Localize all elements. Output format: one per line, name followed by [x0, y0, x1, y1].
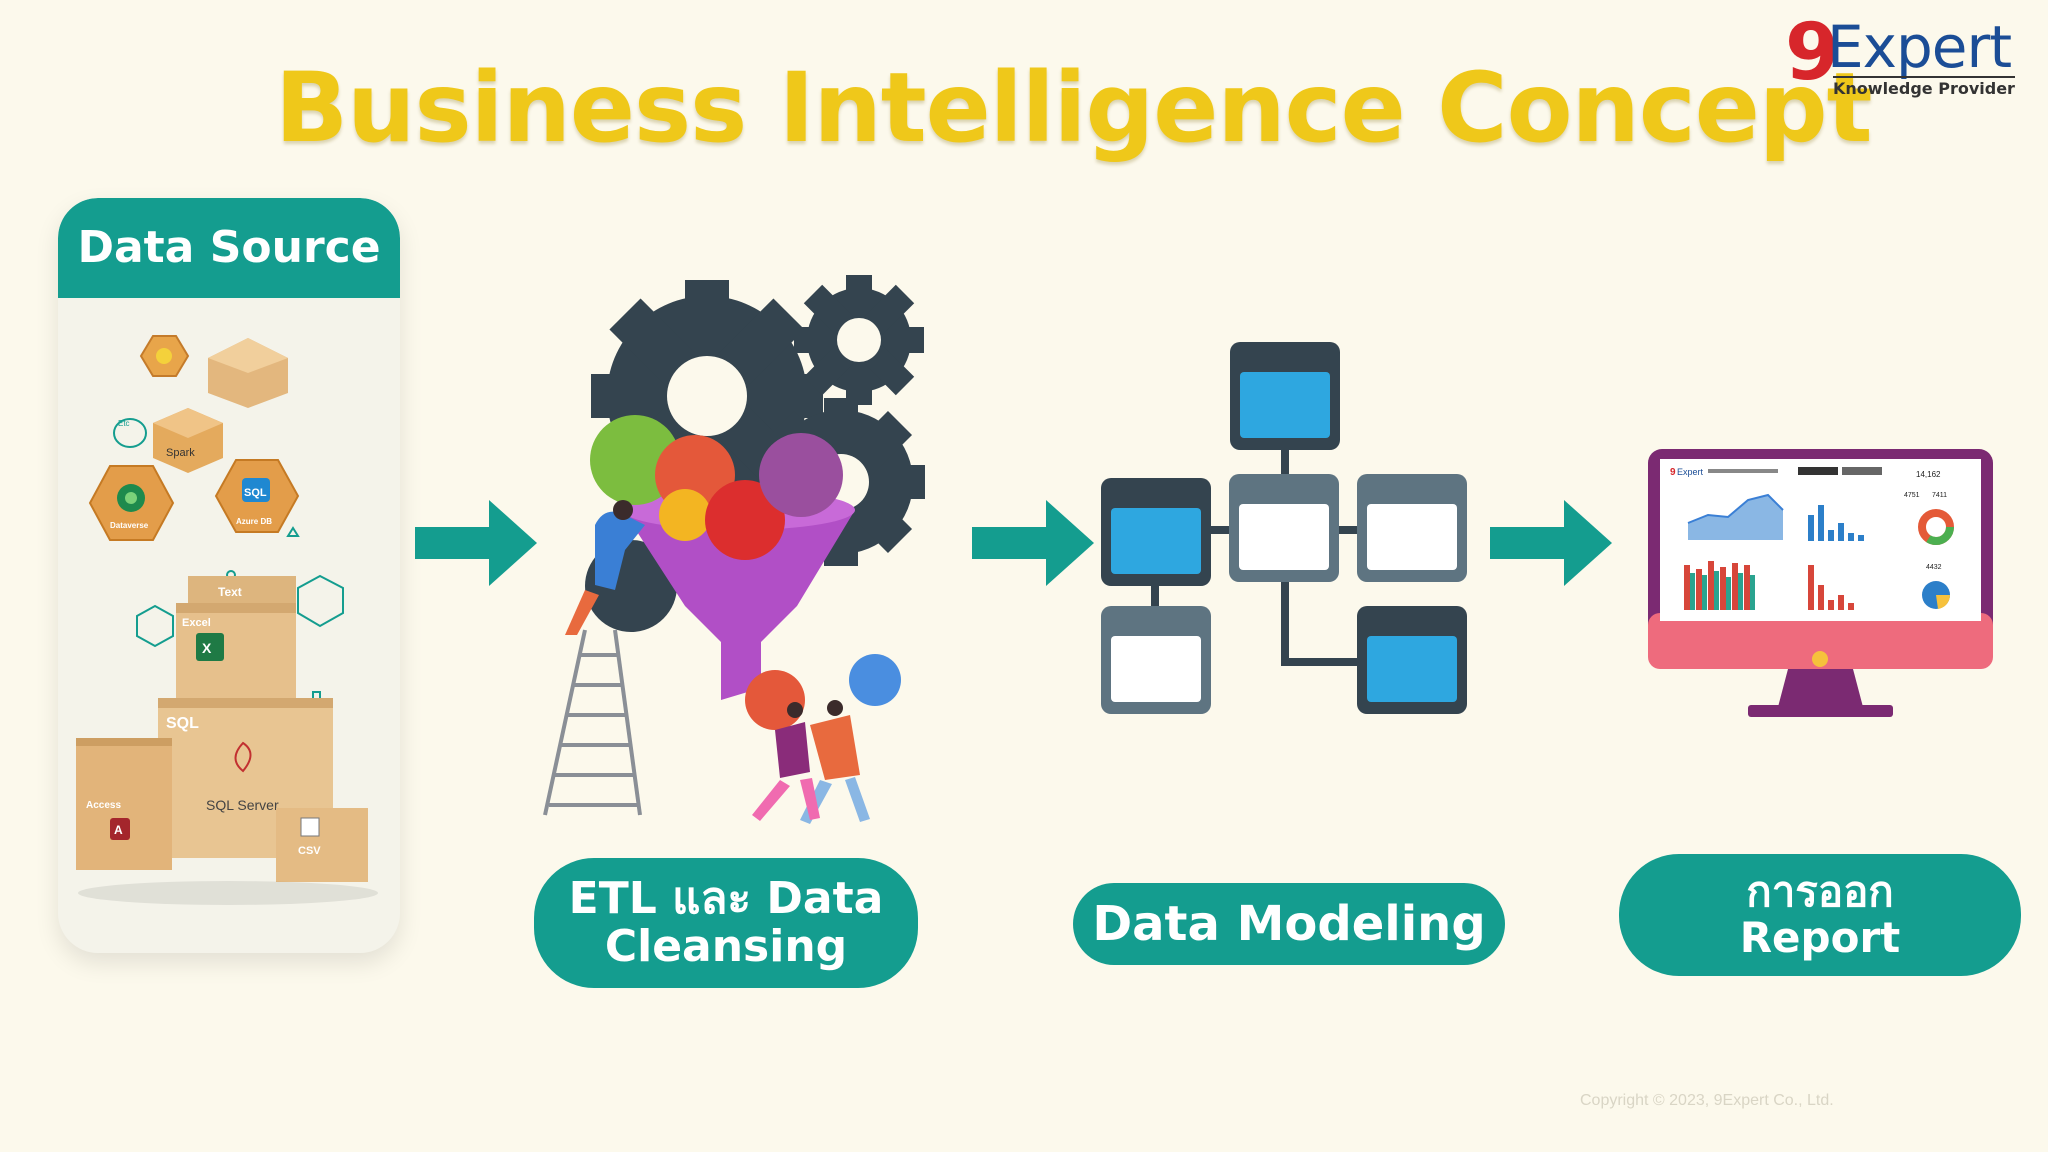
- dataverse-hexagon-icon: Dataverse: [88, 465, 175, 541]
- text-box-label: Text: [218, 585, 242, 599]
- spark-box-icon: Spark: [153, 408, 223, 473]
- entity-box: [1229, 474, 1339, 582]
- entity-box: [1357, 474, 1467, 582]
- page-title: Business Intelligence Concept: [275, 52, 1872, 164]
- monitor-icon: 9 Expert 14,162 4751 7411 4432: [1648, 449, 1993, 717]
- spark-label: Spark: [166, 447, 195, 459]
- ladder-icon: [543, 629, 642, 816]
- data-source-illustration: Etc Spark Dataverse SQL Azure DB T: [76, 335, 378, 905]
- csv-box-icon: CSV: [276, 808, 368, 882]
- hexagon-icon: [139, 335, 190, 377]
- access-icon: A: [110, 818, 130, 840]
- excel-box-icon: Excel X: [176, 603, 296, 701]
- person-icon: [565, 500, 645, 635]
- text-box-icon: Text: [188, 576, 296, 608]
- stage-modeling-text: Data Modeling: [1092, 895, 1486, 952]
- report-kpi-2: 4751: [1904, 492, 1920, 499]
- csv-label: CSV: [298, 845, 321, 857]
- azure-db-label: Azure DB: [236, 517, 272, 526]
- arrow-right-icon: [415, 500, 537, 586]
- sql-badge-label: SQL: [244, 487, 267, 499]
- stage-report-line2: Report: [1739, 913, 1901, 962]
- report-kpi-3: 7411: [1932, 492, 1947, 499]
- hexagon-outline-icon: [136, 604, 174, 648]
- report-kpi-4: 4432: [1926, 564, 1942, 571]
- svg-text:A: A: [114, 823, 123, 837]
- sql-server-label: SQL Server: [206, 797, 279, 813]
- data-source-header: Data Source: [58, 198, 400, 298]
- data-source-card: Data Source Etc Spark Dat: [58, 198, 400, 953]
- gears-icon: [585, 275, 925, 632]
- brand-logo: 9 Expert Knowledge Provider: [1785, 14, 2025, 104]
- person-icon: [800, 700, 870, 824]
- arrow-right-icon: [1490, 500, 1612, 586]
- entity-box: [1357, 606, 1467, 714]
- cardboard-box-icon: [208, 338, 288, 408]
- person-icon: [752, 702, 820, 821]
- etl-illustration: [543, 275, 925, 824]
- access-box-icon: Access A: [76, 738, 172, 870]
- sql-server-icon: [234, 741, 252, 773]
- stage-report-line1: การออก: [1746, 866, 1894, 916]
- copyright-text: Copyright © 2023, 9Expert Co., Ltd.: [1580, 1092, 1834, 1109]
- hexagon-icon: Etc: [113, 418, 147, 448]
- report-kpi-1: 14,162: [1916, 470, 1941, 479]
- entity-box: [1101, 478, 1211, 586]
- svg-text:9: 9: [1670, 467, 1676, 478]
- hexagon-outline-icon: [297, 574, 344, 628]
- stage-report-label: การออก Report: [1619, 854, 2021, 976]
- dataverse-label: Dataverse: [110, 521, 149, 530]
- csv-icon: [300, 817, 320, 837]
- stage-etl-line2: Cleansing: [604, 921, 848, 972]
- stage-etl-label: ETL และ Data Cleansing: [534, 858, 918, 988]
- svg-text:X: X: [202, 640, 212, 656]
- excel-box-label: Excel: [182, 617, 211, 629]
- access-box-label: Access: [86, 800, 121, 811]
- excel-icon: X: [196, 633, 224, 661]
- logo-word: Expert: [1827, 13, 2012, 81]
- etc-label-1: Etc: [118, 419, 130, 428]
- data-source-label: Data Source: [77, 222, 381, 273]
- svg-text:Expert: Expert: [1677, 467, 1704, 477]
- data-model-diagram: [1101, 342, 1467, 714]
- sql-box-label: SQL: [166, 715, 199, 732]
- entity-box: [1101, 606, 1211, 714]
- logo-tagline: Knowledge Provider: [1833, 76, 2015, 98]
- logo-mark: 9: [1785, 8, 1840, 98]
- stage-modeling-label: Data Modeling: [1073, 883, 1505, 965]
- azure-sql-hexagon-icon: SQL Azure DB: [214, 459, 300, 533]
- stage-etl-line1: ETL และ Data: [568, 872, 884, 924]
- arrow-right-icon: [972, 500, 1094, 586]
- entity-box: [1230, 342, 1340, 450]
